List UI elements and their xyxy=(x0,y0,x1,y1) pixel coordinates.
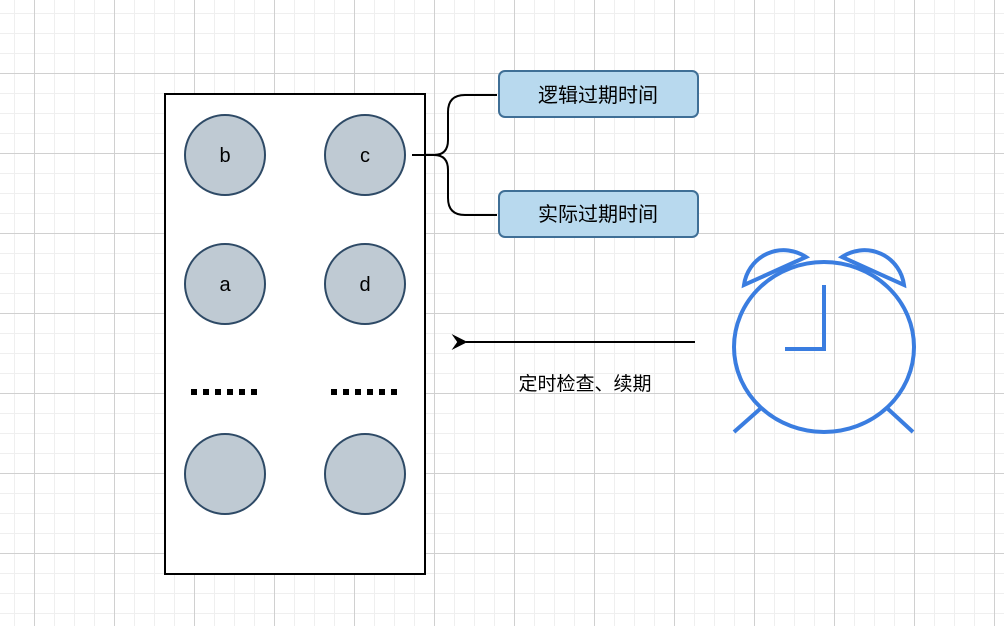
node-b[interactable]: b xyxy=(184,114,266,196)
node-label: b xyxy=(219,145,230,167)
node-label: a xyxy=(219,274,231,296)
arrow-caption: 定时检查、续期 xyxy=(518,373,651,395)
node-d[interactable]: d xyxy=(324,243,406,325)
brace-connector xyxy=(412,94,497,216)
ellipsis-left xyxy=(191,389,257,395)
node-c[interactable]: c xyxy=(324,114,406,196)
logical-expire-tag[interactable]: 逻辑过期时间 xyxy=(498,70,699,118)
alarm-clock-icon xyxy=(732,248,916,434)
node-a[interactable]: a xyxy=(184,243,266,325)
node-empty-1[interactable] xyxy=(184,433,266,515)
ellipsis-right xyxy=(331,389,397,395)
tag-label: 逻辑过期时间 xyxy=(538,83,658,107)
tag-label: 实际过期时间 xyxy=(538,202,658,226)
node-empty-2[interactable] xyxy=(324,433,406,515)
node-label: c xyxy=(360,145,370,167)
actual-expire-tag[interactable]: 实际过期时间 xyxy=(498,190,699,238)
node-label: d xyxy=(359,274,370,296)
